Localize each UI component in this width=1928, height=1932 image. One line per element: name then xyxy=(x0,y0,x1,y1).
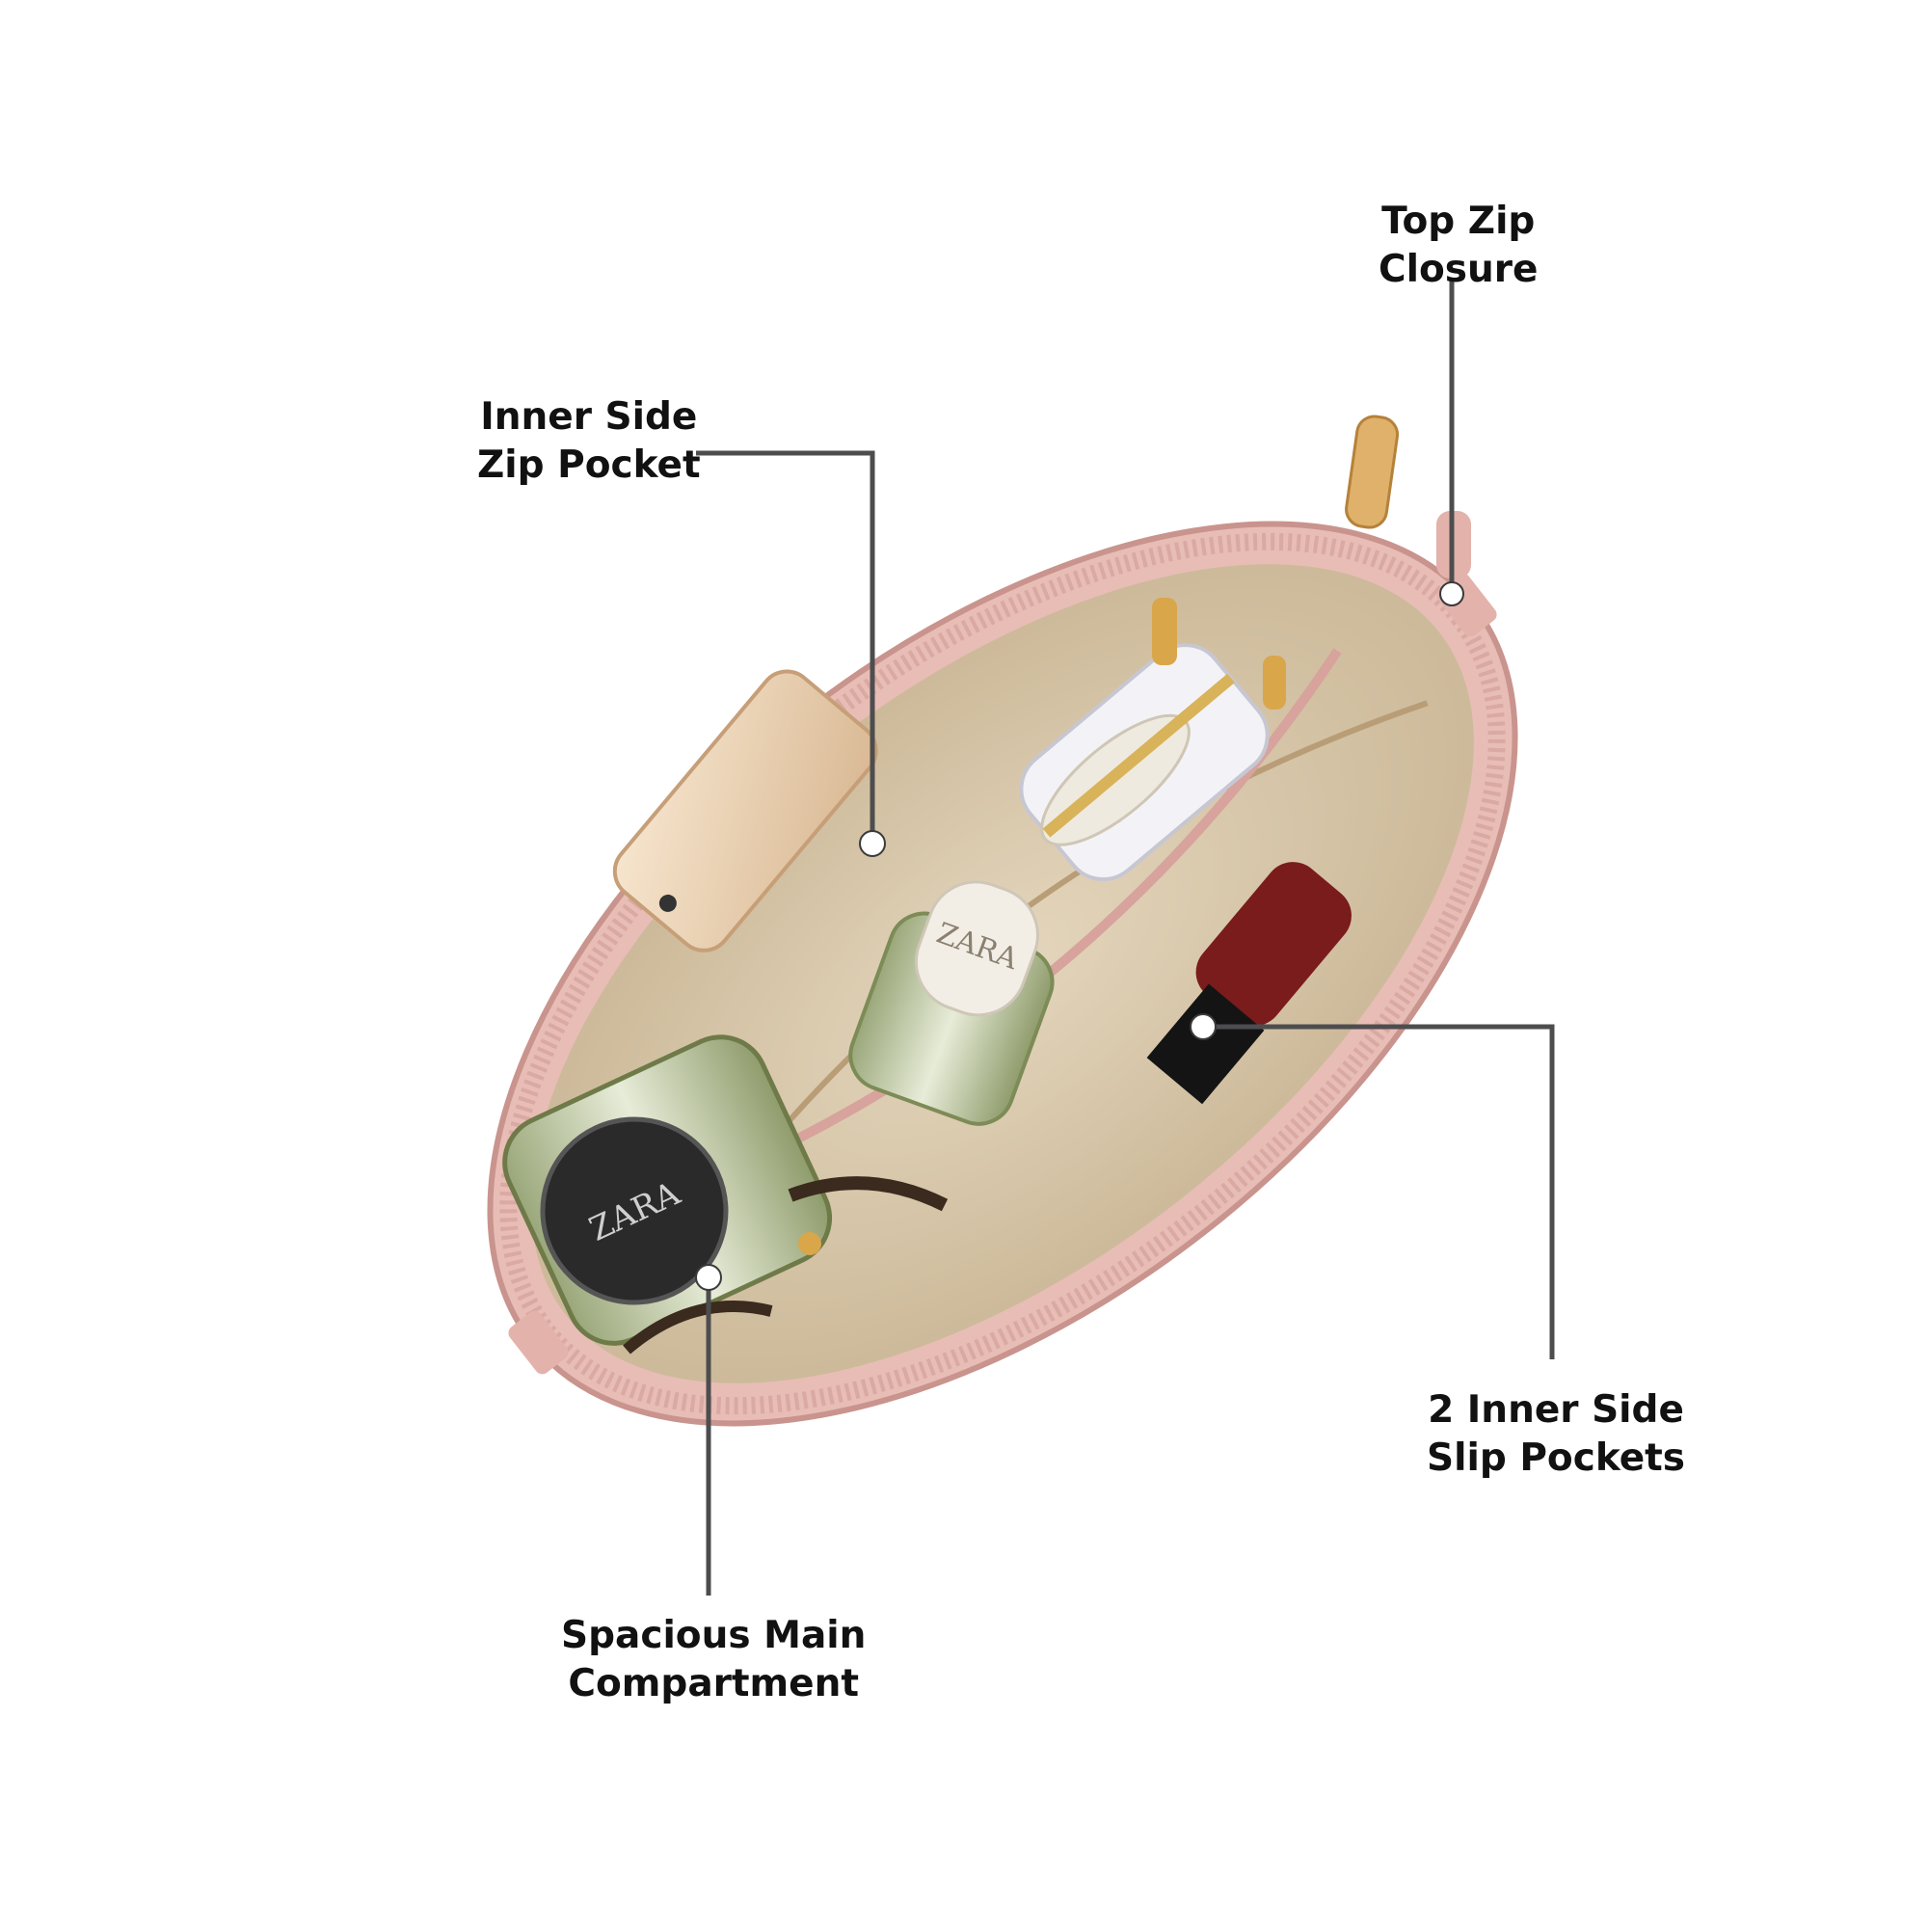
dot-slip-pockets xyxy=(1190,1013,1217,1040)
phone-item xyxy=(612,669,878,953)
callout-main-compartment-line1: Spacious Main xyxy=(561,1614,867,1657)
callout-main-compartment: Spacious Main Compartment xyxy=(561,1612,866,1708)
callout-slip-pockets: 2 Inner Side Slip Pockets xyxy=(1427,1386,1685,1483)
callout-top-zip-line2: Closure xyxy=(1379,248,1539,291)
callout-top-zip: Top Zip Closure xyxy=(1379,198,1538,294)
callout-top-zip-line1: Top Zip xyxy=(1381,200,1536,243)
callout-inner-zip-line2: Zip Pocket xyxy=(477,443,701,487)
callout-inner-zip-line1: Inner Side xyxy=(480,395,698,439)
inner-zip-pull xyxy=(1152,598,1286,710)
leader-inner-zip xyxy=(696,450,875,844)
callout-dots xyxy=(695,581,1464,1291)
callout-inner-zip: Inner Side Zip Pocket xyxy=(477,393,701,490)
leader-slip-pockets xyxy=(1203,1024,1555,1359)
lipstick-item xyxy=(1146,862,1352,1105)
dot-inner-zip xyxy=(859,830,886,857)
small-perfume-bottle: ZARA xyxy=(848,880,1055,1126)
callout-slip-pockets-line2: Slip Pockets xyxy=(1427,1436,1686,1480)
leader-lines xyxy=(696,278,1555,1596)
sunglasses-item xyxy=(623,1176,949,1355)
large-perfume-bottle: ZARA xyxy=(502,1034,833,1346)
callout-main-compartment-line2: Compartment xyxy=(568,1662,860,1705)
dot-main-compartment xyxy=(695,1264,722,1291)
callout-slip-pockets-line1: 2 Inner Side xyxy=(1428,1388,1684,1432)
coin-purse-item xyxy=(1019,643,1270,882)
dot-top-zip xyxy=(1439,581,1464,606)
